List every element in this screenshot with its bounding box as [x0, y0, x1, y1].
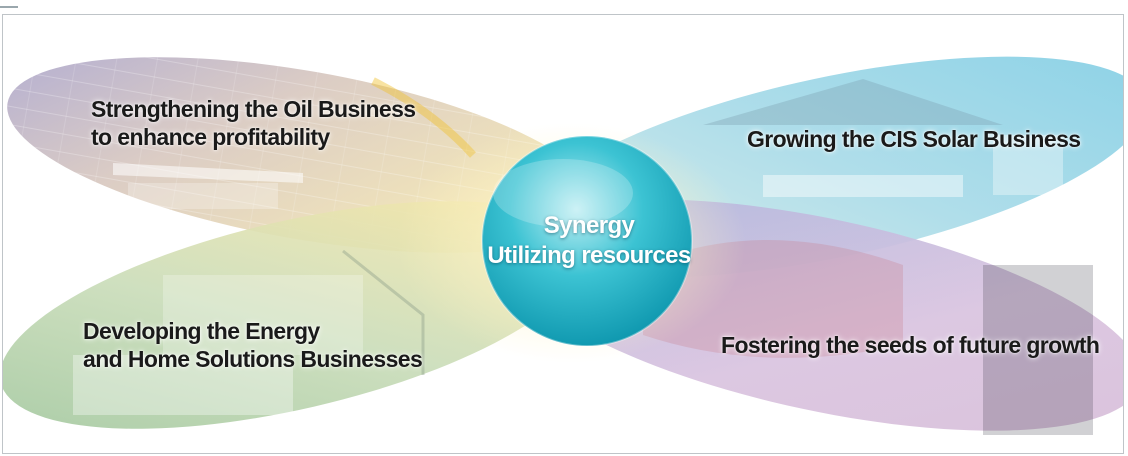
label-cis-line1: Growing the CIS Solar Business: [747, 126, 1081, 152]
corner-mark: [0, 0, 18, 8]
hub-line2: Utilizing resources: [487, 242, 691, 269]
label-cis-solar: Growing the CIS Solar Business: [747, 125, 1081, 153]
label-energy-home: Developing the Energy and Home Solutions…: [83, 317, 423, 373]
label-energy-line1: Developing the Energy: [83, 318, 320, 344]
label-energy-line2: and Home Solutions Businesses: [83, 346, 423, 372]
hub-line1: Synergy: [543, 212, 635, 239]
label-oil-business: Strengthening the Oil Business to enhanc…: [91, 95, 416, 151]
hub-label: Synergy Utilizing resources: [479, 211, 699, 271]
label-future-growth: Fostering the seeds of future growth: [721, 331, 1100, 359]
label-oil-line1: Strengthening the Oil Business: [91, 96, 416, 122]
synergy-hub: [482, 136, 692, 346]
synergy-diagram: [3, 56, 1123, 435]
diagram-frame: Strengthening the Oil Business to enhanc…: [2, 14, 1124, 454]
label-oil-line2: to enhance profitability: [91, 124, 330, 150]
label-future-line1: Fostering the seeds of future growth: [721, 332, 1100, 358]
